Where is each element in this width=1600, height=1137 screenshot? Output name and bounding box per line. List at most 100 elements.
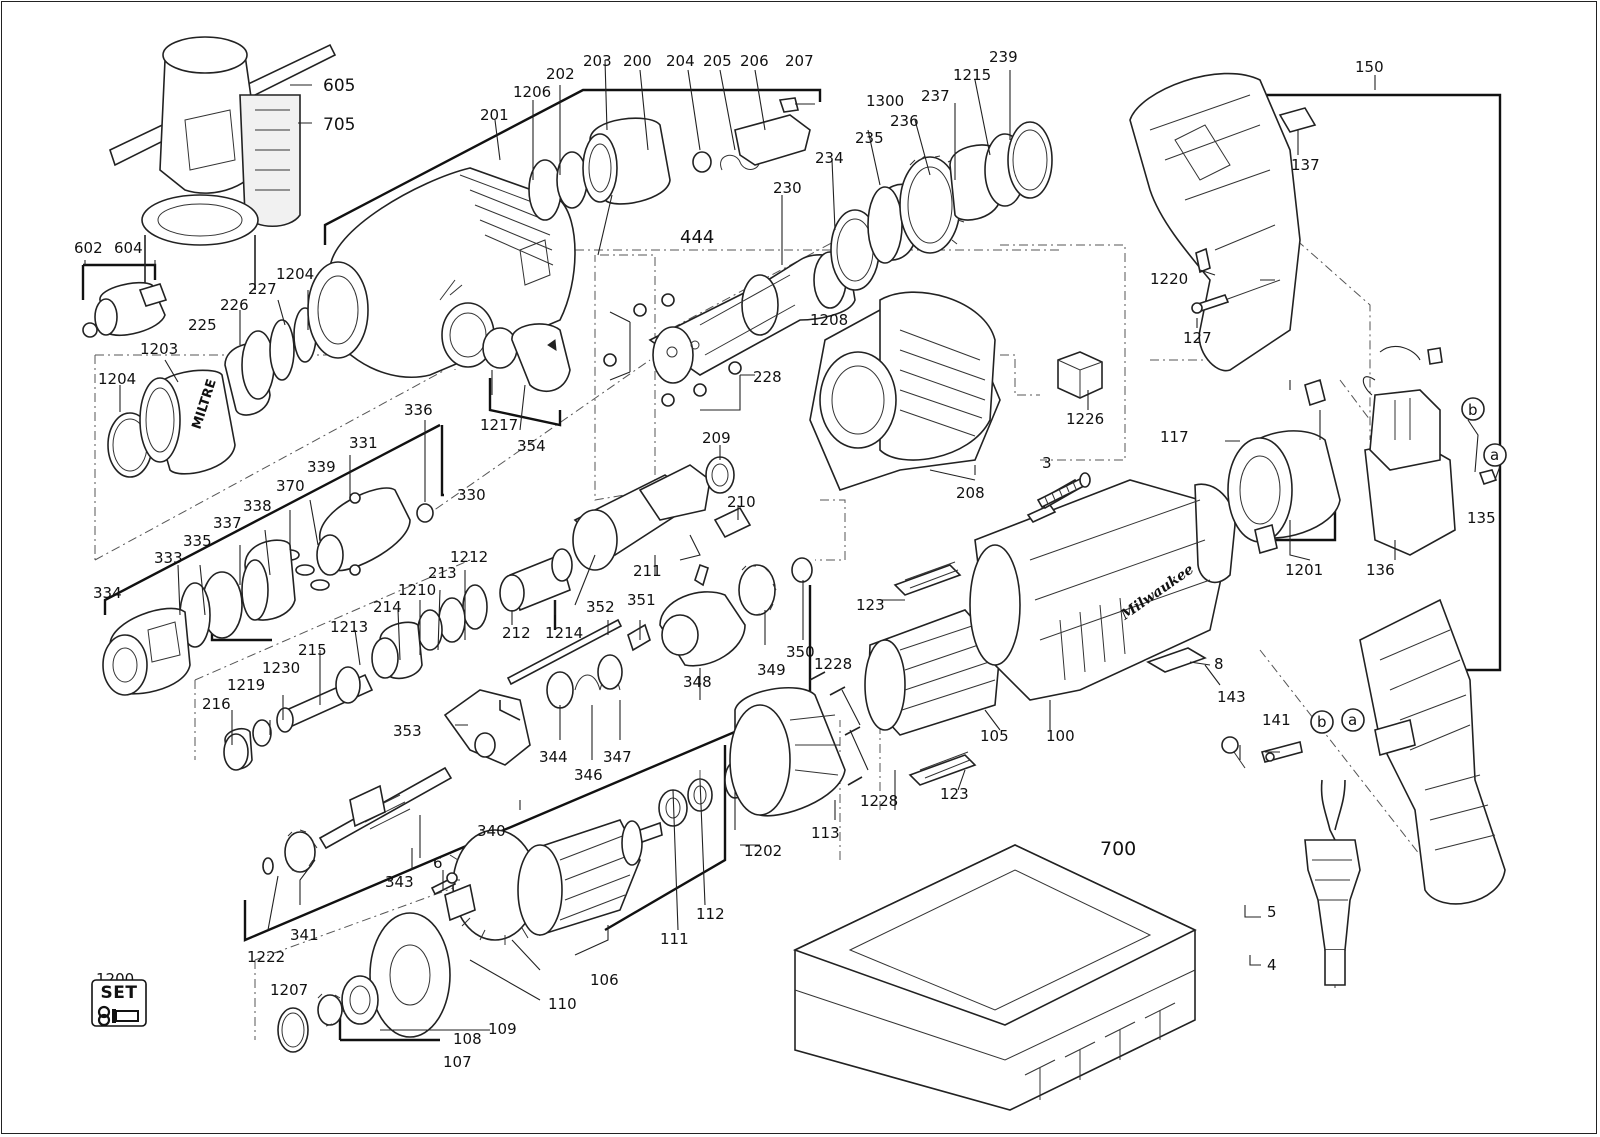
part-labels: 605 705 602 604 1204 1203 225 226 227 12… bbox=[74, 48, 1499, 1071]
part-label-123-b: 123 bbox=[940, 785, 969, 803]
piston-212 bbox=[499, 548, 573, 612]
part-label-234: 234 bbox=[815, 149, 844, 167]
part-label-235: 235 bbox=[855, 129, 884, 147]
crank-349 bbox=[659, 557, 813, 667]
part-label-200: 200 bbox=[623, 52, 652, 70]
part-label-336: 336 bbox=[404, 401, 433, 419]
part-label-1217: 1217 bbox=[480, 416, 518, 434]
part-label-1300: 1300 bbox=[866, 92, 904, 110]
part-label-1230: 1230 bbox=[262, 659, 300, 677]
part-label-214: 214 bbox=[373, 598, 402, 616]
part-label-700: 700 bbox=[1100, 838, 1136, 860]
part-label-1228-b: 1228 bbox=[860, 792, 898, 810]
part-label-347: 347 bbox=[603, 748, 632, 766]
part-label-141: 141 bbox=[1262, 711, 1291, 729]
part-label-1208: 1208 bbox=[810, 311, 848, 329]
part-label-6: 6 bbox=[433, 854, 443, 872]
label-8 bbox=[1146, 647, 1207, 673]
part-label-1214: 1214 bbox=[545, 624, 583, 642]
marker-circles bbox=[1310, 397, 1507, 734]
part-label-5: 5 bbox=[1267, 903, 1277, 921]
part-label-225: 225 bbox=[188, 316, 217, 334]
part-label-444: 444 bbox=[680, 227, 714, 248]
part-label-110: 110 bbox=[548, 995, 577, 1013]
pins-1228 bbox=[809, 671, 869, 786]
handle-half-150 bbox=[1129, 72, 1317, 372]
part-label-206: 206 bbox=[740, 52, 769, 70]
part-label-230: 230 bbox=[773, 179, 802, 197]
part-label-135: 135 bbox=[1467, 509, 1496, 527]
part-label-227: 227 bbox=[248, 280, 277, 298]
switch-136 bbox=[1362, 346, 1498, 556]
part-label-136: 136 bbox=[1366, 561, 1395, 579]
part-label-339: 339 bbox=[307, 458, 336, 476]
part-label-341: 341 bbox=[290, 926, 319, 944]
part-label-370: 370 bbox=[276, 477, 305, 495]
part-label-123-a: 123 bbox=[856, 596, 885, 614]
front-collars: MILTRE bbox=[107, 298, 336, 478]
part-label-4: 4 bbox=[1267, 956, 1277, 974]
part-label-100: 100 bbox=[1046, 727, 1075, 745]
part-label-354: 354 bbox=[517, 437, 546, 455]
part-label-1228-a: 1228 bbox=[814, 655, 852, 673]
part-label-203: 203 bbox=[583, 52, 612, 70]
part-label-349: 349 bbox=[757, 661, 786, 679]
part-label-330: 330 bbox=[457, 486, 486, 504]
part-label-337: 337 bbox=[213, 514, 242, 532]
marker-label-b-top: b bbox=[1468, 401, 1478, 419]
selector-knob-1217 bbox=[482, 323, 571, 392]
part-label-216: 216 bbox=[202, 695, 231, 713]
part-label-228: 228 bbox=[753, 368, 782, 386]
marker-label-b-cord: b bbox=[1317, 713, 1327, 731]
leader-lines bbox=[84, 59, 1501, 1031]
part-label-1213: 1213 bbox=[330, 618, 368, 636]
gear-housing-201 bbox=[307, 167, 576, 379]
marker-label-a-top: a bbox=[1490, 446, 1499, 464]
part-label-143: 143 bbox=[1217, 688, 1246, 706]
part-label-340: 340 bbox=[477, 822, 506, 840]
power-cord-4 bbox=[1304, 779, 1361, 988]
part-label-239: 239 bbox=[989, 48, 1018, 66]
part-label-1210: 1210 bbox=[398, 581, 436, 599]
marker-label-a-cord: a bbox=[1348, 711, 1357, 729]
part-label-350: 350 bbox=[786, 643, 815, 661]
part-label-604: 604 bbox=[114, 239, 143, 257]
part-label-137: 137 bbox=[1291, 156, 1320, 174]
part-label-1226: 1226 bbox=[1066, 410, 1104, 428]
block-1226 bbox=[1057, 351, 1103, 399]
pinion-341 bbox=[262, 829, 318, 875]
part-label-1220: 1220 bbox=[1150, 270, 1188, 288]
baffle-109 bbox=[277, 912, 451, 1053]
part-label-1204-b: 1204 bbox=[98, 370, 136, 388]
part-label-201: 201 bbox=[480, 106, 509, 124]
part-label-109: 109 bbox=[488, 1020, 517, 1038]
part-label-1206: 1206 bbox=[513, 83, 551, 101]
part-label-237: 237 bbox=[921, 87, 950, 105]
part-label-334: 334 bbox=[93, 584, 122, 602]
clutch-parts bbox=[546, 654, 623, 709]
part-label-213: 213 bbox=[428, 564, 457, 582]
part-label-343: 343 bbox=[385, 873, 414, 891]
rings-202-203 bbox=[528, 117, 671, 221]
part-label-1219: 1219 bbox=[227, 676, 265, 694]
part-label-127: 127 bbox=[1183, 329, 1212, 347]
part-label-1212: 1212 bbox=[450, 548, 488, 566]
part-label-351: 351 bbox=[627, 591, 656, 609]
pin-352 bbox=[506, 618, 651, 686]
part-label-3: 3 bbox=[1042, 454, 1052, 472]
part-label-8: 8 bbox=[1214, 655, 1224, 673]
flange-1208 bbox=[809, 291, 1001, 491]
ball-frame-228 bbox=[603, 293, 755, 411]
part-label-605: 605 bbox=[323, 76, 355, 96]
part-label-352: 352 bbox=[586, 598, 615, 616]
part-label-108: 108 bbox=[453, 1030, 482, 1048]
part-label-111: 111 bbox=[660, 930, 689, 948]
shaft-340 bbox=[318, 766, 453, 850]
cord-clamp-141 bbox=[1221, 736, 1303, 769]
bolt-3 bbox=[1036, 472, 1091, 509]
part-label-333: 333 bbox=[154, 549, 183, 567]
shroud-113 bbox=[729, 687, 846, 817]
